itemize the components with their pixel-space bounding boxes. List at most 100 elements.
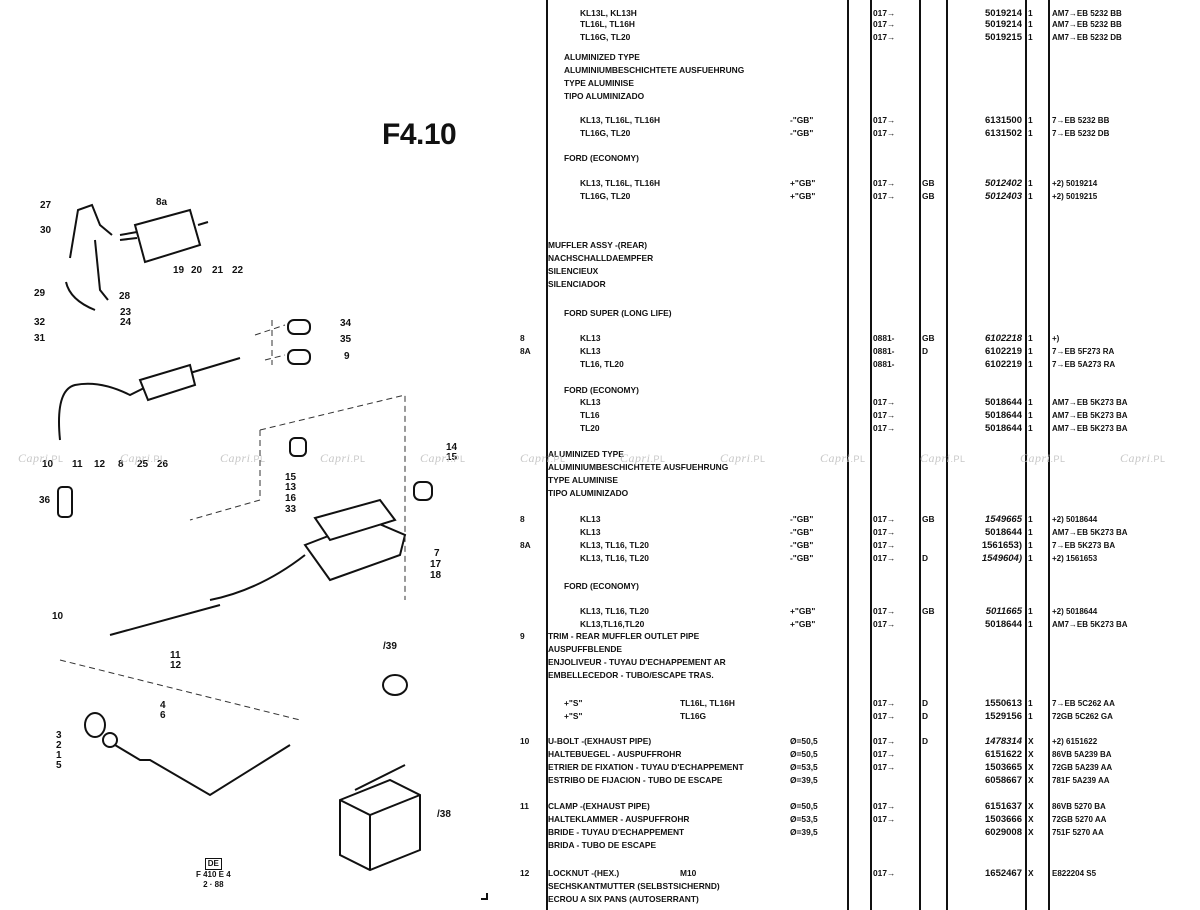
callout-10: 10 xyxy=(42,459,54,470)
watermark-brand: Capri xyxy=(820,451,851,465)
sleeve-36 xyxy=(57,486,73,518)
flange-3 xyxy=(84,712,106,738)
watermark-suffix: .PL xyxy=(1050,454,1066,464)
description: KL13, TL16L, TL16H xyxy=(580,115,661,125)
date-range: 017→ xyxy=(873,698,896,708)
part-number: 6102219 xyxy=(985,359,1022,370)
table-row xyxy=(0,852,1200,865)
description: KL13,TL16,TL20 xyxy=(580,619,645,629)
date-range: 017→ xyxy=(873,711,896,721)
quantity: 1 xyxy=(1028,32,1033,42)
description: FORD (ECONOMY) xyxy=(564,153,639,163)
description: TL16G, TL20 xyxy=(580,191,631,201)
callout-27: 27 xyxy=(40,200,52,211)
description: LOCKNUT -(HEX.) xyxy=(548,868,620,878)
heat-shield xyxy=(313,498,397,542)
description: TL16, TL20 xyxy=(580,359,624,369)
description: TYPE ALUMINISE xyxy=(564,78,634,88)
engineering-number: AM7→EB 5K273 BA xyxy=(1052,424,1128,433)
part-number: 6102219 xyxy=(985,346,1022,357)
watermark: Capri.PL xyxy=(220,451,266,466)
quantity: 1 xyxy=(1028,359,1033,369)
watermark-suffix: .PL xyxy=(450,454,466,464)
callout-8a: 8a xyxy=(156,197,168,208)
callout-8: 8 xyxy=(118,459,124,470)
column-rule-country xyxy=(919,0,921,910)
quantity: 1 xyxy=(1028,540,1033,550)
engineering-number: AM7→EB 5K273 BA xyxy=(1052,528,1128,537)
watermark-brand: Capri xyxy=(1120,451,1151,465)
callout-23: 23 xyxy=(120,307,132,318)
description: U-BOLT -(EXHAUST PIPE) xyxy=(548,736,652,746)
date-range: 017→ xyxy=(873,32,896,42)
callout-18: 18 xyxy=(430,570,442,581)
illustration-date: 2 · 88 xyxy=(203,880,224,889)
part-number: 1561653) xyxy=(981,540,1022,551)
country: GB xyxy=(922,333,935,343)
quantity: 1 xyxy=(1028,346,1033,356)
engineering-number: 7→EB 5232 DB xyxy=(1052,129,1110,138)
quantity: 1 xyxy=(1028,397,1033,407)
quantity: 1 xyxy=(1028,333,1033,343)
description: KL13 xyxy=(580,397,601,407)
watermark-brand: Capri xyxy=(320,451,351,465)
engineering-number: +2) 5018644 xyxy=(1052,515,1098,524)
table-row: FORD SUPER (LONG LIFE) xyxy=(0,307,1200,320)
engineering-number: +2) 6151622 xyxy=(1052,737,1098,746)
description: ESTRIBO DE FIJACION - TUBO DE ESCAPE xyxy=(548,775,723,785)
description: KL13, TL16, TL20 xyxy=(580,540,649,550)
description: SILENCIADOR xyxy=(548,279,606,289)
engineering-number: 781F 5A239 AA xyxy=(1052,776,1110,785)
column-rule-qty xyxy=(1025,0,1027,910)
description: NACHSCHALLDAEMPFER xyxy=(548,253,654,263)
callout-38: /38 xyxy=(437,809,451,820)
watermark: Capri.PL xyxy=(820,451,866,466)
engineering-number: AM7→EB 5232 BB xyxy=(1052,20,1122,29)
description: KL13 xyxy=(580,527,601,537)
part-number: 5018644 xyxy=(985,619,1022,630)
engineering-number: +2) 5018644 xyxy=(1052,607,1098,616)
description: TRIM - REAR MUFFLER OUTLET PIPE xyxy=(548,631,700,641)
table-row xyxy=(0,787,1200,800)
quantity: X xyxy=(1028,736,1034,746)
part-number: 5012403 xyxy=(985,191,1022,202)
date-range: 017→ xyxy=(873,553,896,563)
watermark: Capri.PL xyxy=(1120,451,1166,466)
date-range: 0881- xyxy=(873,333,895,343)
description: KL13, TL16, TL20 xyxy=(580,553,649,563)
table-row xyxy=(0,371,1200,384)
part-number: 1478314 xyxy=(985,736,1022,747)
callout-15a: 15 xyxy=(285,472,297,483)
watermark-brand: Capri xyxy=(1020,451,1051,465)
description: TL16G, TL20 xyxy=(580,128,631,138)
engineering-number: +2) 5019215 xyxy=(1052,192,1098,201)
watermark-brand: Capri xyxy=(220,451,251,465)
callout-7: 7 xyxy=(434,548,440,559)
quantity: 1 xyxy=(1028,191,1033,201)
quantity: 1 xyxy=(1028,128,1033,138)
table-row: SILENCIADOR xyxy=(0,278,1200,291)
watermark-suffix: .PL xyxy=(650,454,666,464)
description: KL13 xyxy=(580,514,601,524)
exploded-parts-diagram: F4.10 27 30 8a 19 20 21 22 29 28 23 24 3… xyxy=(0,0,510,910)
table-row: ALUMINIUMBESCHICHTETE AUSFUEHRUNG xyxy=(0,64,1200,77)
table-row xyxy=(0,291,1200,304)
description: TL20 xyxy=(580,423,600,433)
engineering-number: 72GB 5C262 GA xyxy=(1052,712,1113,721)
part-number: 5018644 xyxy=(985,410,1022,421)
callout-35: 35 xyxy=(340,334,352,345)
engineering-number: +) xyxy=(1052,334,1060,343)
gasket-2 xyxy=(102,732,118,748)
insulator-15a xyxy=(289,437,307,457)
part-number: 5012402 xyxy=(985,178,1022,189)
part-number: 6102218 xyxy=(985,333,1022,344)
watermark-suffix: .PL xyxy=(950,454,966,464)
exhaust-system-drawing xyxy=(57,203,433,872)
